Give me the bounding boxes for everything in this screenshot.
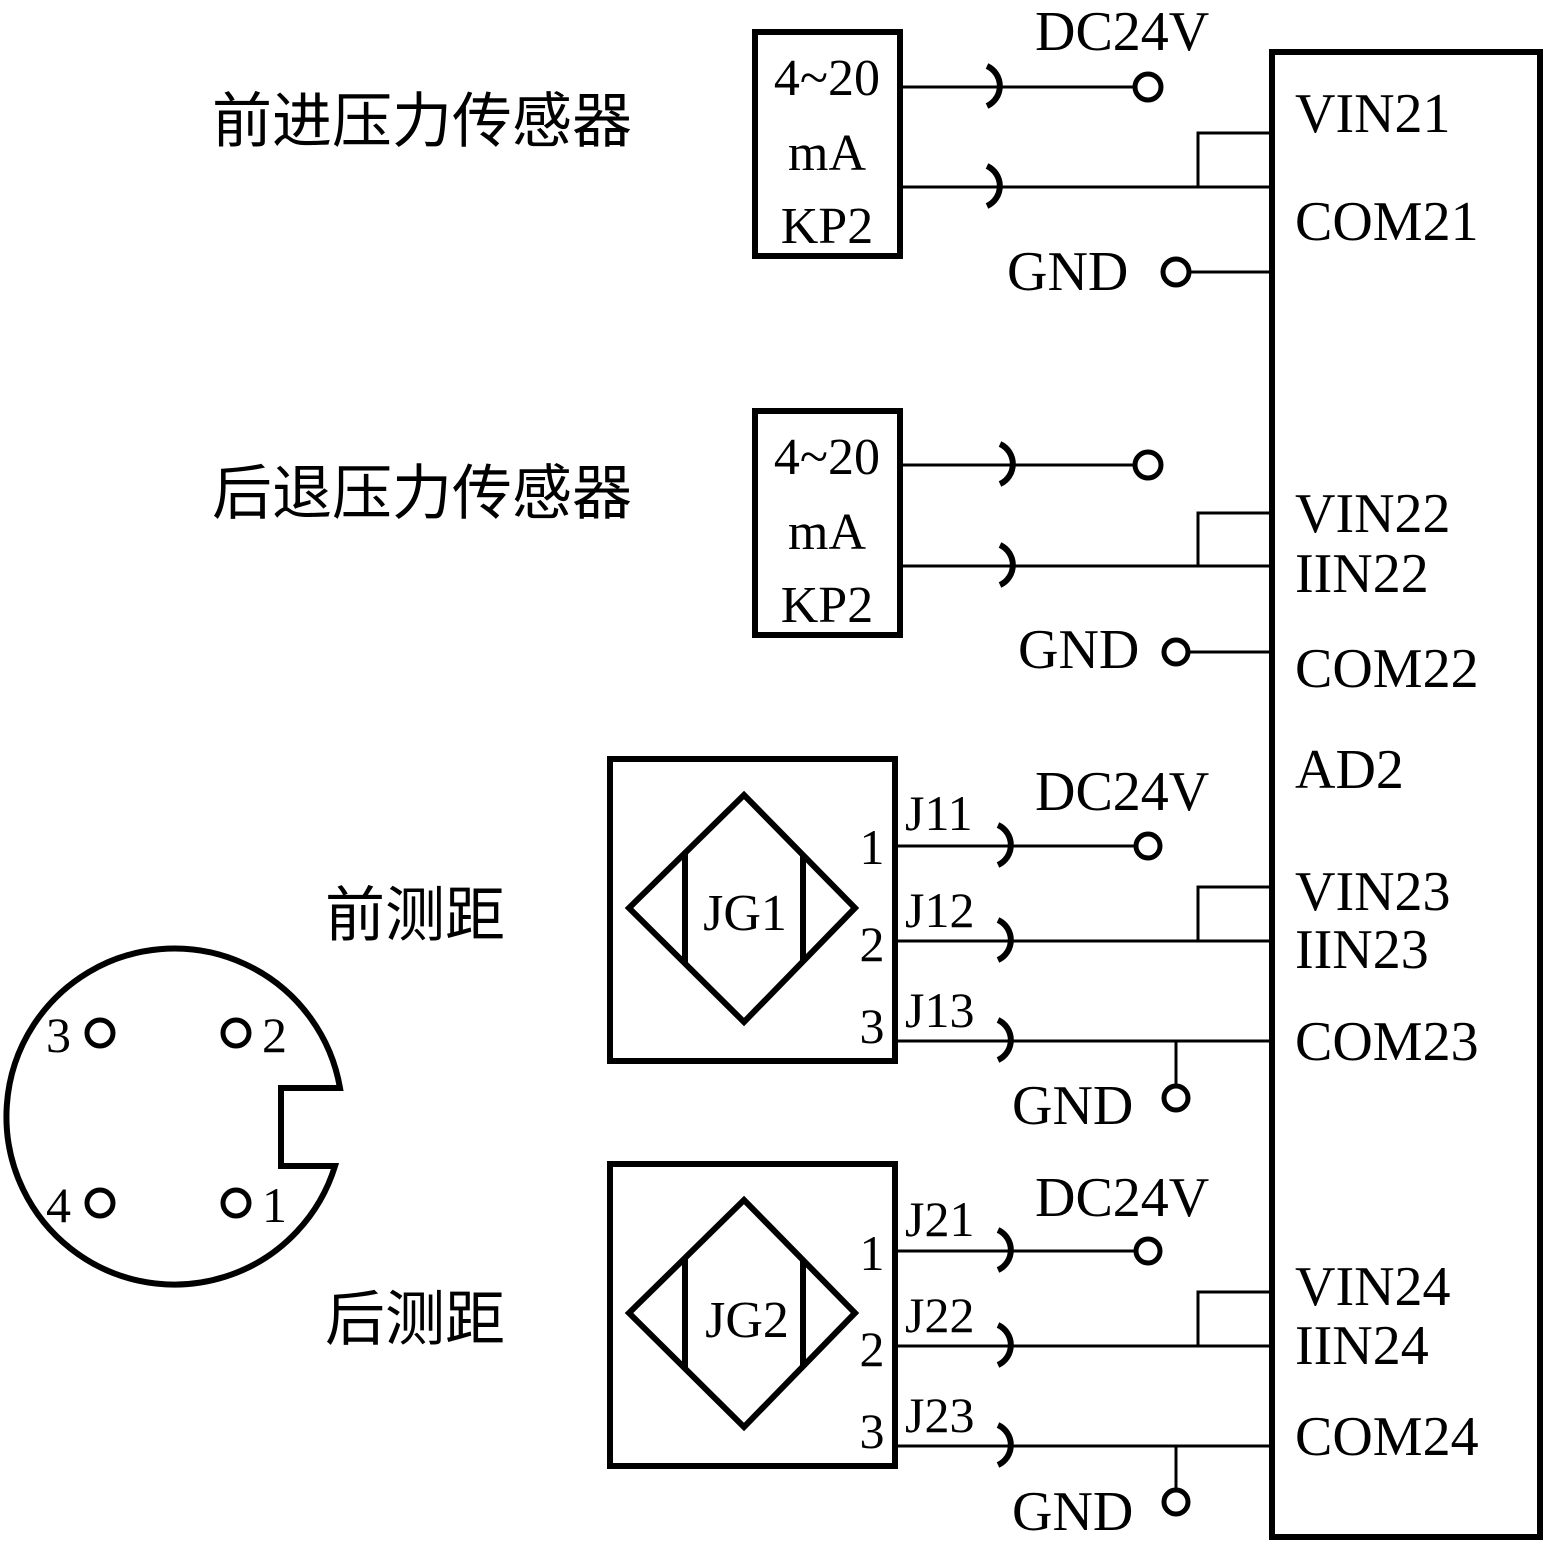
sensor-box-line: mA	[788, 504, 866, 561]
rangefinder-title-rear: 后测距	[325, 1285, 505, 1355]
jumper-wire	[1196, 511, 1272, 566]
connector-label: J11	[905, 785, 973, 841]
sensor-box-line: mA	[788, 125, 866, 182]
sensor-box-line: KP2	[781, 577, 873, 634]
plug-connector-icon	[996, 1422, 1014, 1468]
rangefinder-box-front	[607, 756, 898, 1064]
connector-face-outline	[3, 945, 344, 1288]
terminal-icon	[1132, 449, 1164, 481]
pin-number: 2	[860, 916, 885, 972]
plug-connector-icon	[985, 63, 1003, 109]
pin-number: 2	[860, 1321, 885, 1377]
jumper-wire	[1196, 1290, 1272, 1346]
pin-label-com23: COM23	[1295, 1011, 1479, 1073]
pin-hole-icon	[84, 1187, 116, 1219]
jumper-wire	[1196, 131, 1272, 187]
connector-pin-number: 3	[46, 1007, 71, 1063]
sensor-box-line: 4~20	[774, 50, 880, 107]
pin-hole-icon	[84, 1017, 116, 1049]
supply-label-dc24v: DC24V	[1035, 1167, 1209, 1229]
plug-connector-icon	[998, 441, 1016, 487]
module-label-ad2: AD2	[1295, 739, 1404, 801]
supply-label-dc24v: DC24V	[1035, 761, 1209, 823]
connector-pin-number: 4	[46, 1177, 71, 1233]
sensor-title-forward-pressure: 前进压力传感器	[212, 87, 632, 157]
plug-connector-icon	[996, 1322, 1014, 1368]
pin-label-vin22: VIN22	[1295, 483, 1451, 545]
sensor-box-backward	[752, 408, 903, 638]
gnd-label: GND	[1012, 1075, 1133, 1137]
pin-label-com22: COM22	[1295, 638, 1479, 700]
terminal-icon	[1161, 1083, 1191, 1113]
sensor-symbol-label: JG1	[703, 885, 787, 942]
pin-number: 1	[860, 1225, 885, 1281]
gnd-label: GND	[1018, 619, 1139, 681]
pin-label-com21: COM21	[1295, 191, 1479, 253]
connector-label: J12	[905, 882, 974, 938]
terminal-icon	[1132, 71, 1164, 103]
rangefinder-box-rear	[607, 1161, 898, 1469]
terminal-icon	[1161, 637, 1191, 667]
terminal-icon	[1133, 1236, 1163, 1266]
pin-label-iin24: IIN24	[1295, 1315, 1429, 1377]
sensor-box-forward	[752, 29, 903, 259]
plug-connector-icon	[996, 917, 1014, 963]
pin-hole-icon	[220, 1187, 252, 1219]
pin-label-vin24: VIN24	[1295, 1256, 1451, 1318]
rangefinder-title-front: 前测距	[325, 881, 505, 951]
sensor-symbol-icon	[624, 1195, 860, 1432]
pin-label-vin21: VIN21	[1295, 83, 1451, 145]
connector-label: J21	[905, 1191, 974, 1247]
plug-connector-icon	[996, 822, 1014, 868]
sensor-box-line: KP2	[781, 198, 873, 255]
pin-label-com24: COM24	[1295, 1406, 1479, 1468]
pin-hole-icon	[220, 1017, 252, 1049]
plug-connector-icon	[998, 542, 1016, 588]
plug-connector-icon	[996, 1227, 1014, 1273]
pin-number: 1	[860, 819, 885, 875]
sensor-box-line: 4~20	[774, 429, 880, 486]
supply-label-dc24v: DC24V	[1035, 1, 1209, 63]
gnd-label: GND	[1012, 1481, 1133, 1543]
plug-connector-icon	[996, 1017, 1014, 1063]
sensor-title-backward-pressure: 后退压力传感器	[212, 459, 632, 529]
pin-label-vin23: VIN23	[1295, 861, 1451, 923]
connector-label: J13	[905, 982, 974, 1038]
sensor-symbol-icon	[624, 790, 860, 1027]
pin-number: 3	[860, 998, 885, 1054]
pin-label-iin23: IIN23	[1295, 919, 1429, 981]
connector-label: J23	[905, 1387, 974, 1443]
terminal-icon	[1133, 831, 1163, 861]
plug-connector-icon	[985, 163, 1003, 209]
pin-label-iin22: IIN22	[1295, 543, 1429, 605]
connector-label: J22	[905, 1287, 974, 1343]
jumper-wire	[1196, 885, 1272, 941]
connector-pin-number: 1	[262, 1177, 287, 1233]
ad2-module-box	[1269, 49, 1543, 1540]
pin-number: 3	[860, 1403, 885, 1459]
sensor-symbol-label: JG2	[705, 1292, 789, 1349]
terminal-icon	[1160, 256, 1192, 288]
gnd-label: GND	[1007, 241, 1128, 303]
connector-pin-number: 2	[262, 1007, 287, 1063]
terminal-icon	[1161, 1487, 1191, 1517]
